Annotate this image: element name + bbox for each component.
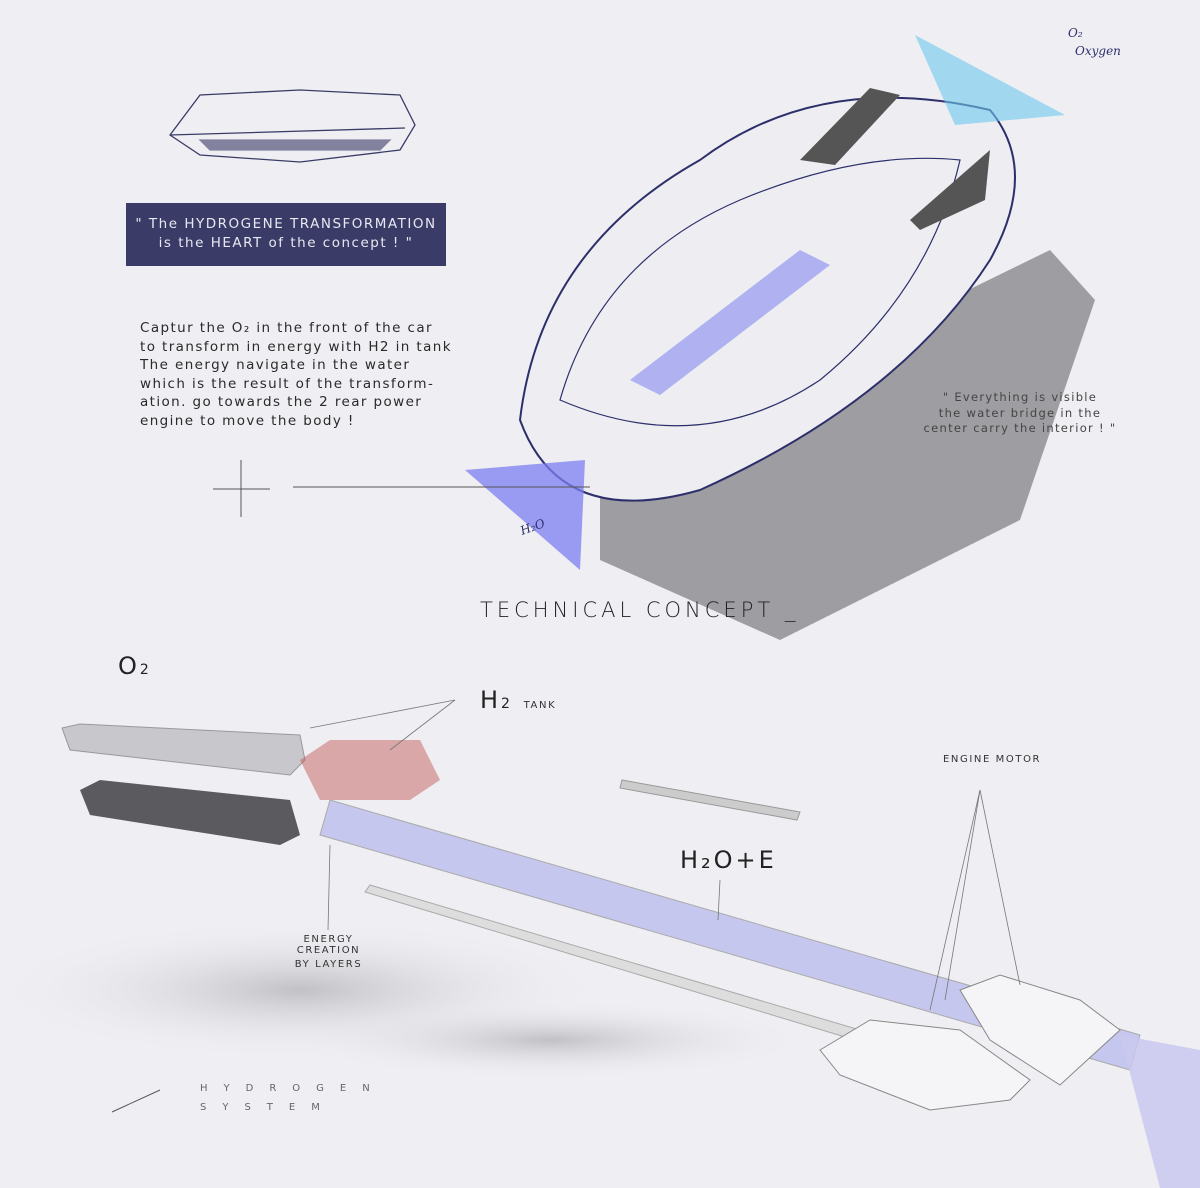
energy-creation-line-1: ENERGY CREATION [296, 934, 361, 956]
top-view-car-sketch [465, 35, 1095, 640]
label-engine-motor: ENGINE MOTOR [943, 754, 1042, 765]
footer-hydrogen: HYDROGEN [200, 1083, 386, 1094]
label-o2: O2 [118, 652, 152, 680]
handwritten-o2: O₂ [1068, 26, 1083, 40]
concept-description: Captur the O₂ in the front of the car to… [140, 320, 452, 429]
quote-box: " The HYDROGENE TRANSFORMATION is the HE… [126, 203, 446, 266]
quote-line-1: " The HYDROGENE TRANSFORMATION [135, 216, 437, 232]
handwritten-oxygen: Oxygen [1075, 44, 1121, 58]
visibility-caption: " Everything is visible the water bridge… [923, 390, 1117, 435]
label-h2-main: H [480, 686, 502, 714]
quote-line-2: is the HEART of the concept ! " [158, 235, 414, 251]
label-tank: TANK [523, 700, 557, 711]
label-o2-sub: 2 [139, 662, 152, 678]
section-title: TECHNICAL CONCEPT _ [480, 598, 800, 622]
hydrogen-system-render [61, 723, 1200, 1188]
label-h2-sub: 2 [501, 696, 513, 712]
label-o2-main: O [118, 652, 140, 680]
side-view-sketch [169, 89, 416, 163]
energy-creation-line-2: BY LAYERS [294, 959, 363, 970]
footer-system: SYSTEM [200, 1102, 336, 1113]
label-h2-tank: H2 TANK [480, 686, 556, 714]
label-energy-creation: ENERGY CREATION BY LAYERS [276, 934, 381, 970]
label-h2o-e: H₂O+E [680, 846, 777, 874]
